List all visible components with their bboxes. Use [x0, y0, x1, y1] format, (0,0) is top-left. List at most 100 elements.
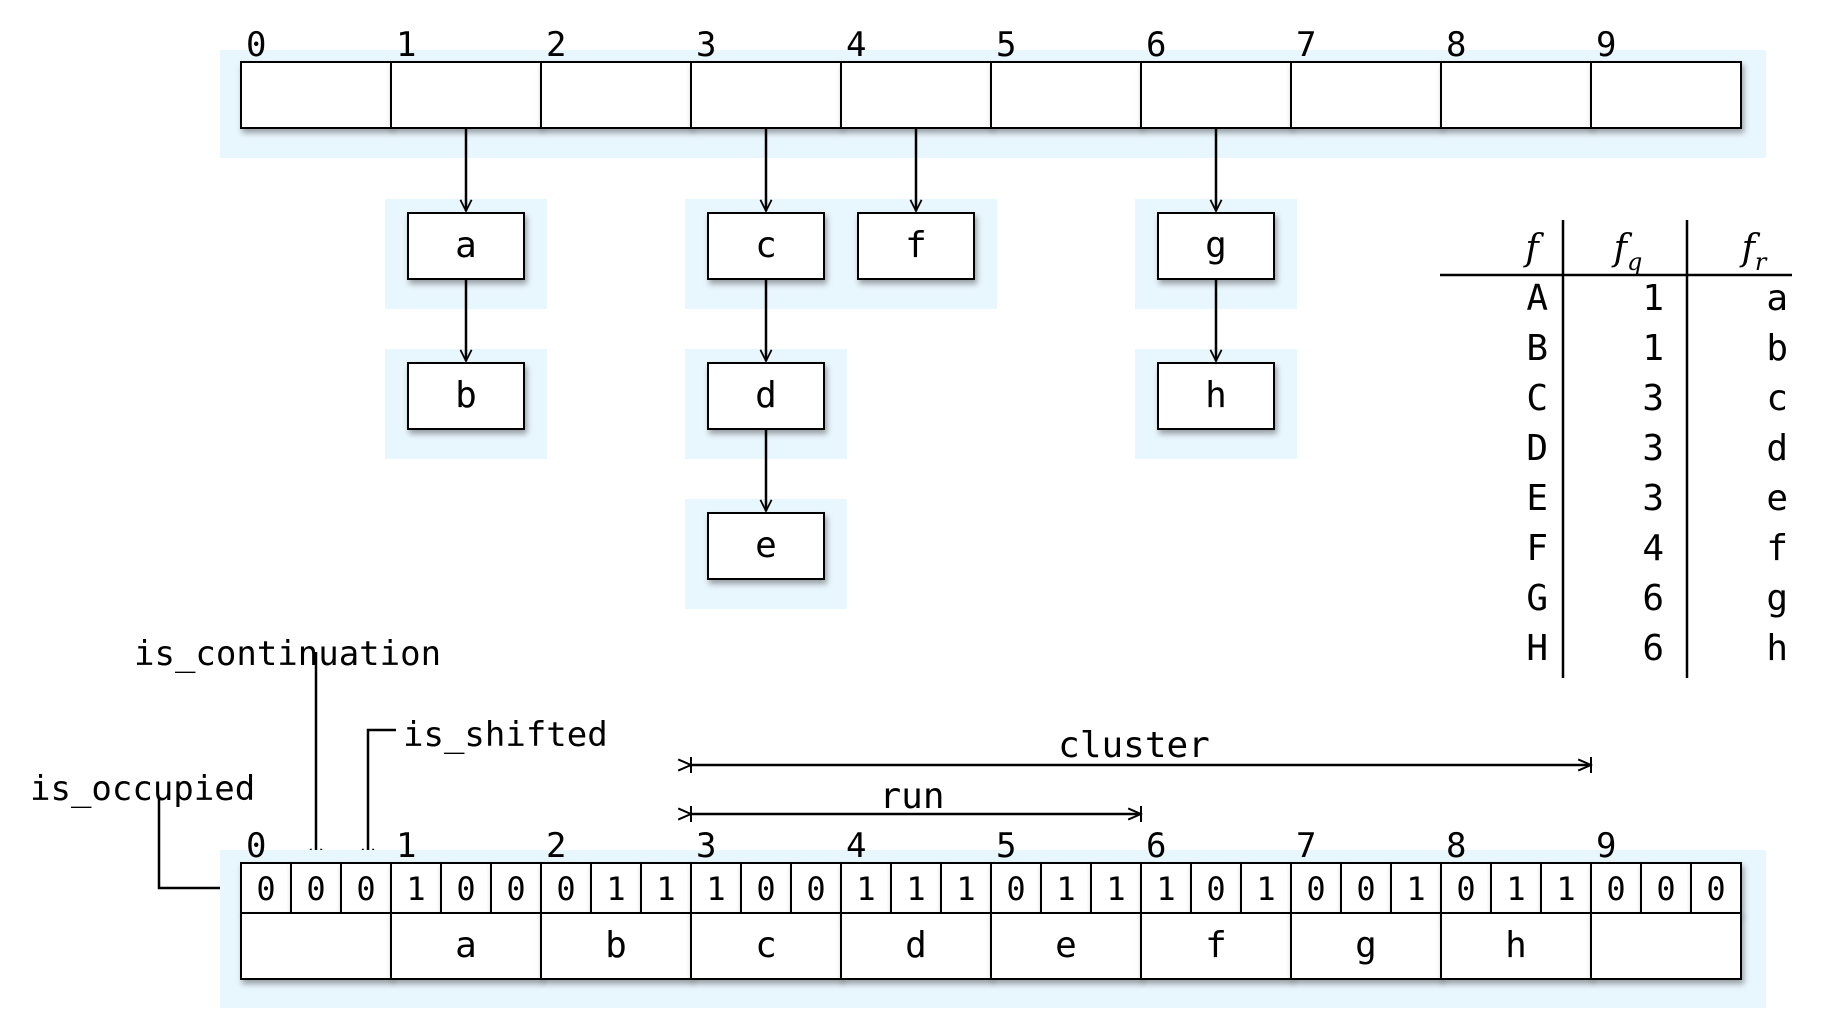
metadata-bit: 1	[1156, 870, 1175, 908]
filter-slot-index-0: 0	[246, 826, 266, 866]
row-remainder-H: h	[1766, 628, 1788, 669]
row-quotient-E: 3	[1642, 478, 1664, 519]
table-slot-index-3: 3	[696, 25, 716, 65]
row-remainder-F: f	[1766, 528, 1788, 569]
row-fingerprint-G: G	[1526, 578, 1548, 619]
chain-node-label-c: c	[755, 225, 777, 266]
remainder-cell	[990, 912, 1142, 980]
row-remainder-E: e	[1766, 478, 1788, 519]
metadata-bit: 1	[606, 870, 625, 908]
row-fingerprint-B: B	[1526, 328, 1548, 369]
metadata-bit: 1	[856, 870, 875, 908]
remainder-cell	[540, 912, 692, 980]
row-remainder-A: a	[1766, 278, 1788, 319]
metadata-bit: 1	[406, 870, 425, 908]
header-fr: fr	[1739, 228, 1768, 276]
label-is-continuation: is_continuation	[134, 634, 441, 674]
remainder-cell	[1440, 912, 1592, 980]
row-quotient-F: 4	[1642, 528, 1664, 569]
filter-slot-index-3: 3	[696, 826, 716, 866]
chain-node-f	[857, 212, 975, 280]
row-quotient-C: 3	[1642, 378, 1664, 419]
run-span: run	[691, 776, 1141, 817]
table-slot-2	[540, 61, 692, 129]
row-fingerprint-A: A	[1526, 278, 1548, 319]
metadata-bit: 0	[1456, 870, 1475, 908]
chain-links-slot-6: gh	[1157, 128, 1275, 430]
row-quotient-H: 6	[1642, 628, 1664, 669]
chain-links-slot-1: ab	[407, 128, 525, 430]
remainder-c: c	[755, 925, 777, 966]
table-slots	[240, 61, 1742, 129]
metadata-bit-cell	[390, 862, 442, 914]
table-slot-index-9: 9	[1596, 25, 1616, 65]
table-slot-7	[1290, 61, 1442, 129]
remainder-cell	[1290, 912, 1442, 980]
filter-slot-index-1: 1	[396, 826, 416, 866]
chain-node-label-b: b	[455, 375, 477, 416]
table-slot-0	[240, 61, 392, 129]
metadata-bit-cell	[1540, 862, 1592, 914]
filter-slot-index-5: 5	[996, 826, 1016, 866]
row-fingerprint-H: H	[1526, 628, 1548, 669]
table-slot-index-1: 1	[396, 25, 416, 65]
table-slot-index-8: 8	[1446, 25, 1466, 65]
metadata-bit: 0	[506, 870, 525, 908]
cluster-span: cluster	[691, 725, 1591, 766]
row-quotient-A: 1	[1642, 278, 1664, 319]
remainder-e: e	[1055, 925, 1077, 966]
chain-node-d	[707, 362, 825, 430]
metadata-bit: 0	[256, 870, 275, 908]
table-slot-5	[990, 61, 1142, 129]
metadata-bit: 0	[1706, 870, 1725, 908]
metadata-bit-cell	[490, 862, 542, 914]
chain-links-slot-4: f	[857, 128, 975, 280]
metadata-bit: 1	[1556, 870, 1575, 908]
chain-node-label-g: g	[1205, 225, 1227, 266]
metadata-bit-cell	[340, 862, 392, 914]
row-fingerprint-C: C	[1526, 378, 1548, 419]
remainder-cell	[1140, 912, 1292, 980]
metadata-bit-cell	[1090, 862, 1142, 914]
chain-node-a	[407, 212, 525, 280]
filter-slot-index-7: 7	[1296, 826, 1316, 866]
metadata-bit-cell	[990, 862, 1042, 914]
table-slot-index-6: 6	[1146, 25, 1166, 65]
chain-node-label-e: e	[755, 525, 777, 566]
metadata-bit: 0	[356, 870, 375, 908]
chain-node-label-h: h	[1205, 375, 1227, 416]
metadata-bit: 1	[956, 870, 975, 908]
header-f: f	[1522, 228, 1544, 269]
metadata-bit-cell	[240, 862, 292, 914]
chain-links-slot-3: cde	[707, 128, 825, 580]
table-slot-8	[1440, 61, 1592, 129]
metadata-bit: 0	[1606, 870, 1625, 908]
header-fr-subscript: r	[1755, 248, 1768, 276]
label-run: run	[879, 776, 944, 817]
header-fq: fq	[1611, 228, 1643, 276]
remainder-h: h	[1505, 925, 1527, 966]
remainder-a: a	[455, 925, 477, 966]
metadata-bit-cell	[440, 862, 492, 914]
row-remainder-B: b	[1766, 328, 1788, 369]
row-fingerprint-F: F	[1526, 528, 1548, 569]
table-slot-1	[390, 61, 542, 129]
chain-node-label-a: a	[455, 225, 477, 266]
label-cluster: cluster	[1058, 725, 1210, 766]
table-slot-index-4: 4	[846, 25, 866, 65]
